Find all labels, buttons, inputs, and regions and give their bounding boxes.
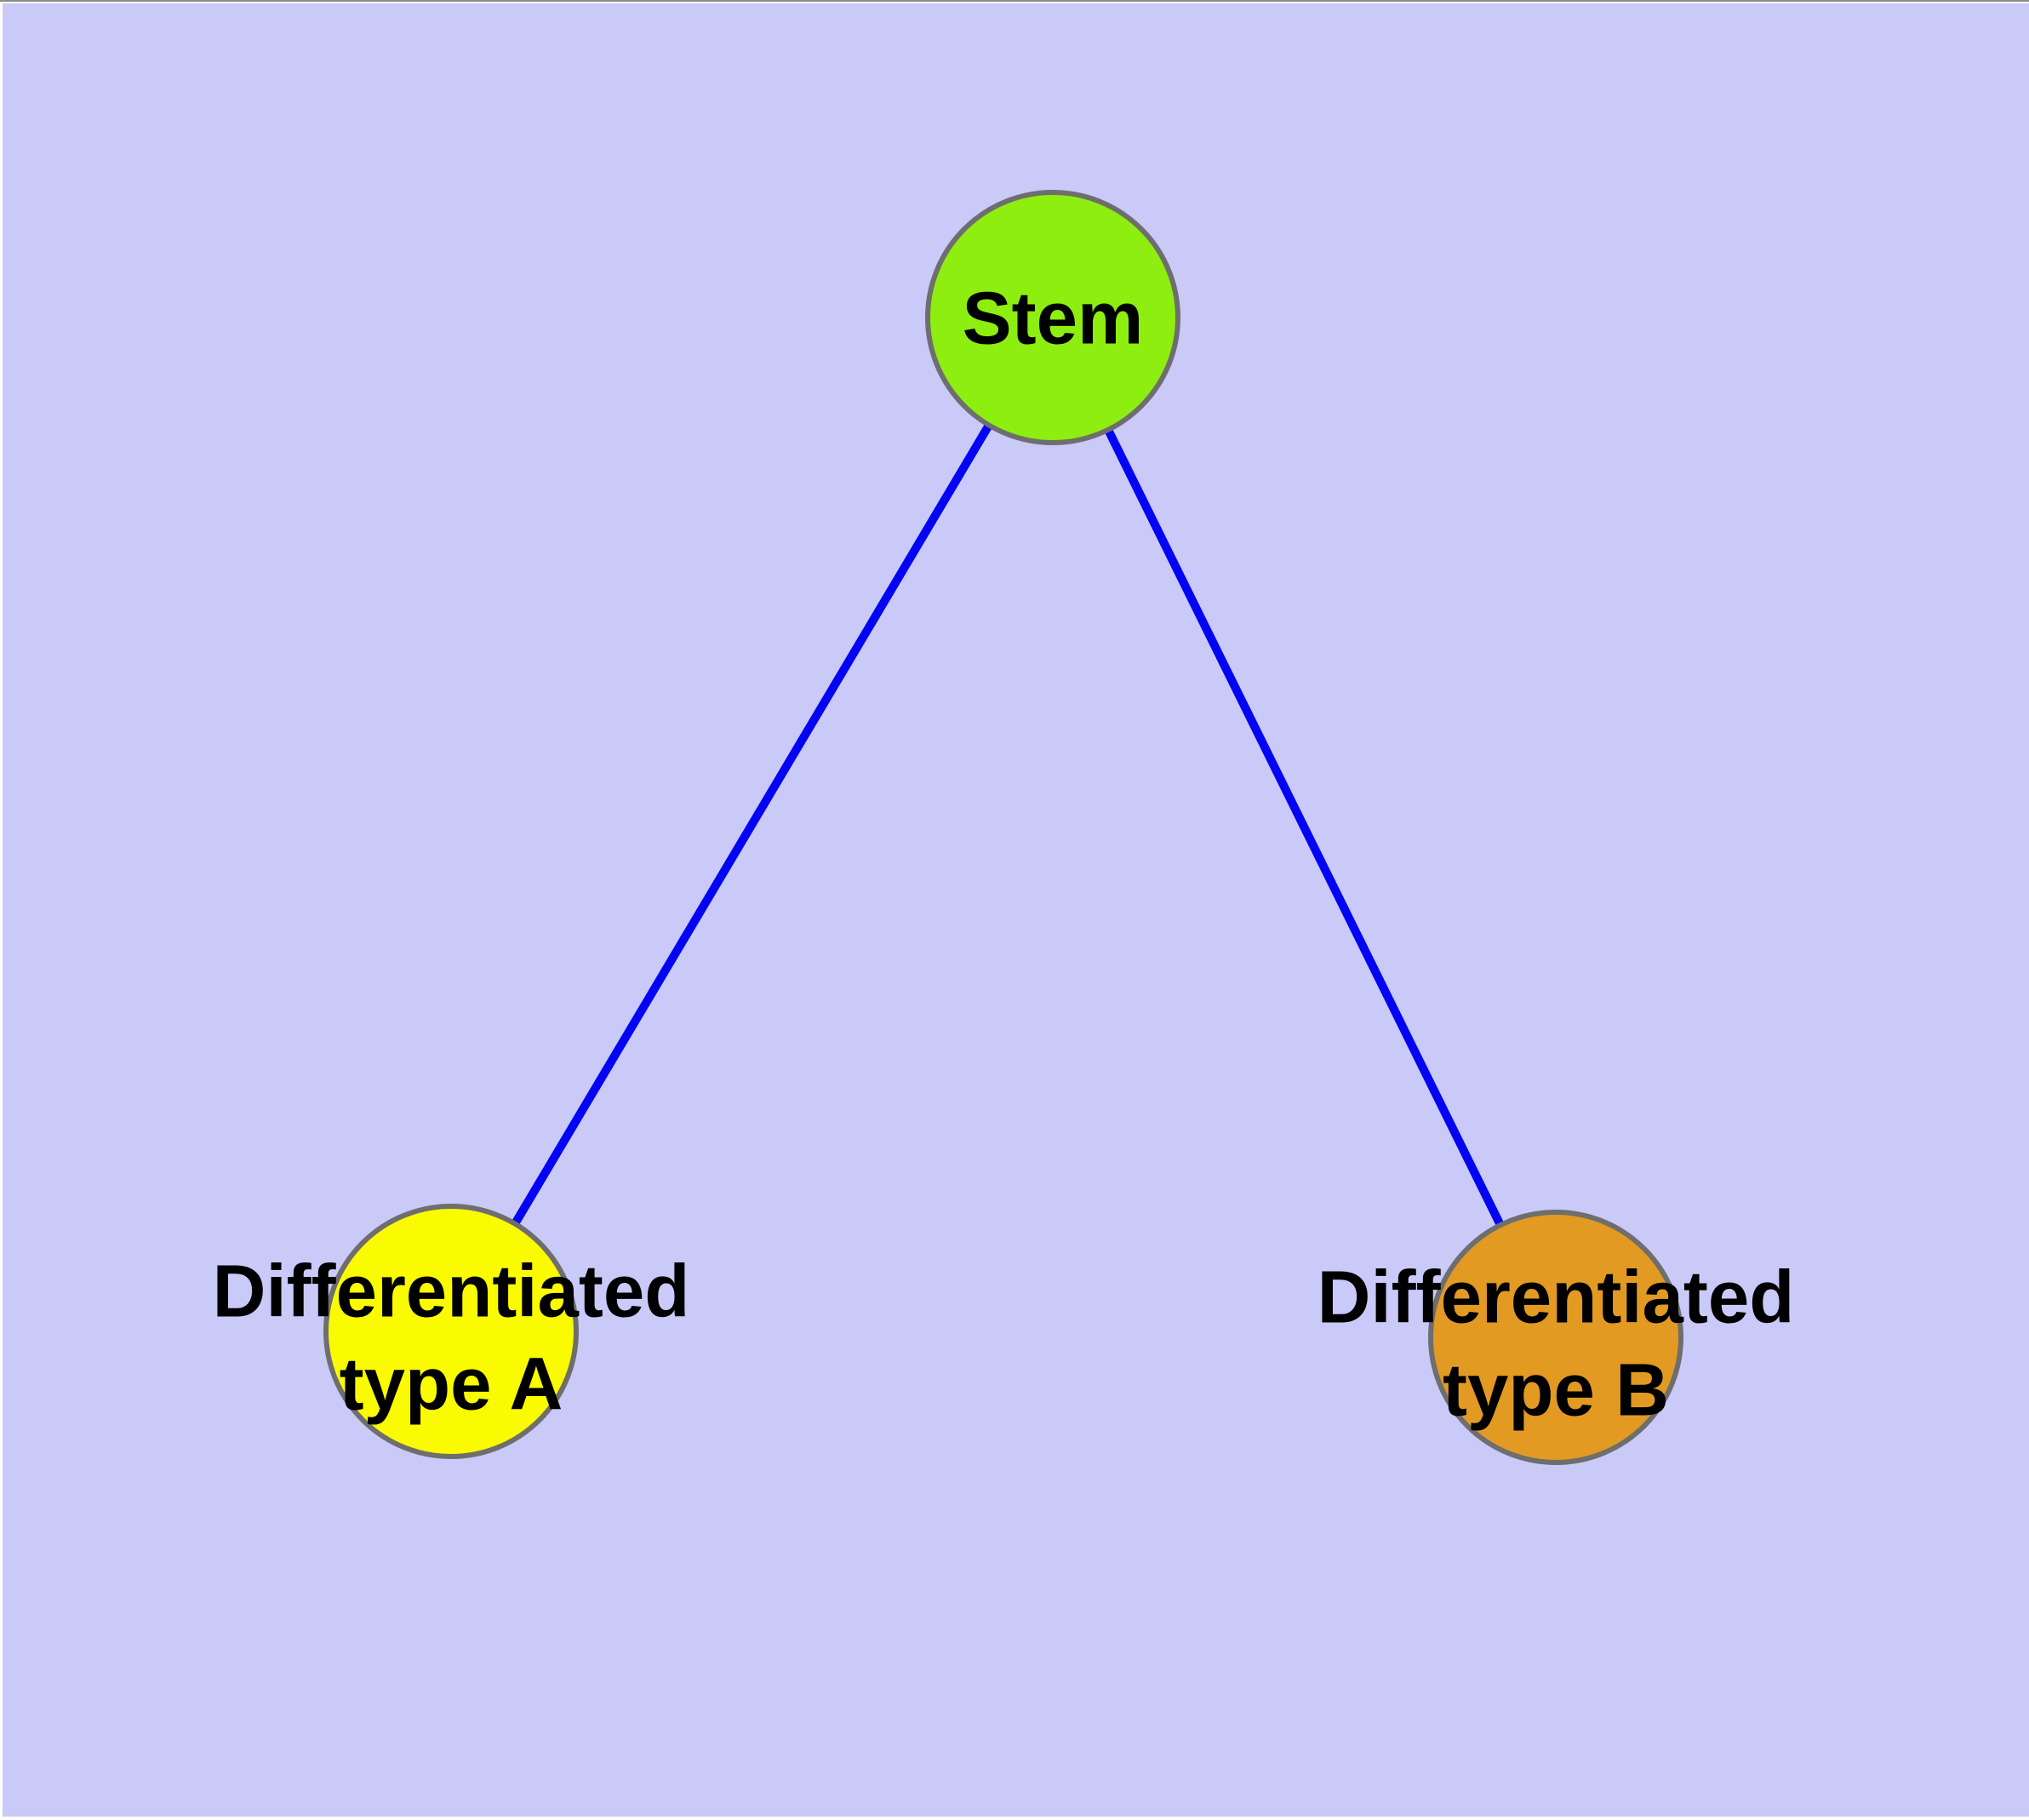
node-type-a-label: Differentiated type A bbox=[213, 1245, 690, 1431]
node-type-a-label-line1: Differentiated bbox=[212, 1250, 690, 1333]
node-stem bbox=[925, 190, 1180, 445]
edge-stem-to-type-b bbox=[1049, 315, 1560, 1340]
node-type-b-label-line1: Differentiated bbox=[1317, 1256, 1795, 1339]
window-edge-line bbox=[0, 0, 2029, 2]
node-stem-label: Stem bbox=[963, 273, 1144, 366]
node-differentiated-type-a bbox=[323, 1204, 579, 1459]
edge-stem-to-type-a bbox=[447, 315, 1057, 1334]
node-type-a-label-line2: type A bbox=[339, 1342, 563, 1425]
node-differentiated-type-b bbox=[1428, 1210, 1683, 1465]
node-type-b-label-line2: type B bbox=[1443, 1348, 1669, 1431]
node-stem-label-text: Stem bbox=[962, 277, 1144, 360]
node-type-b-label: Differentiated type B bbox=[1317, 1251, 1795, 1437]
